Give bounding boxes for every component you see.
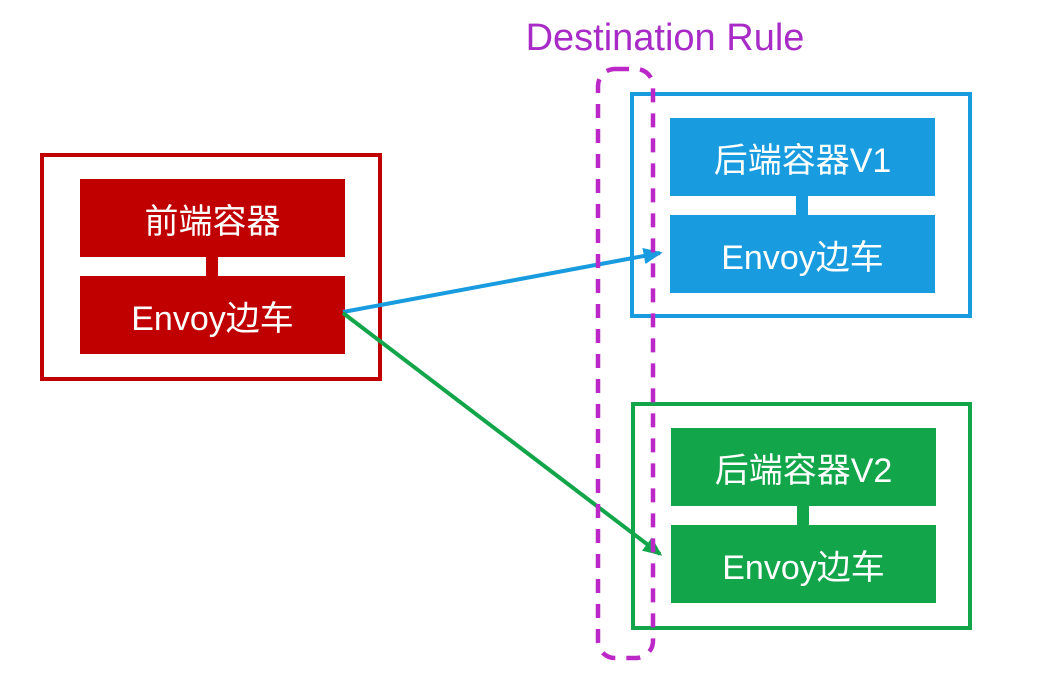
backend-v2-container-box: 后端容器V2 — [671, 428, 936, 506]
diagram-title: Destination Rule — [525, 17, 805, 59]
backend-v2-connector — [797, 505, 809, 527]
backend-v1-sidecar-box: Envoy边车 — [670, 215, 935, 293]
route-arrow-to-v1 — [342, 247, 663, 314]
backend-v1-pod-group: 后端容器V1 Envoy边车 — [630, 92, 972, 318]
frontend-sidecar-box: Envoy边车 — [80, 276, 345, 354]
frontend-container-box: 前端容器 — [80, 179, 345, 257]
backend-v2-pod-group: 后端容器V2 Envoy边车 — [631, 402, 972, 630]
backend-v2-sidecar-box: Envoy边车 — [671, 525, 936, 603]
backend-v1-container-box: 后端容器V1 — [670, 118, 935, 196]
frontend-pod-group: 前端容器 Envoy边车 — [40, 153, 382, 381]
frontend-connector — [206, 256, 218, 278]
backend-v1-connector — [796, 195, 808, 217]
route-arrow-to-v2 — [341, 311, 663, 556]
